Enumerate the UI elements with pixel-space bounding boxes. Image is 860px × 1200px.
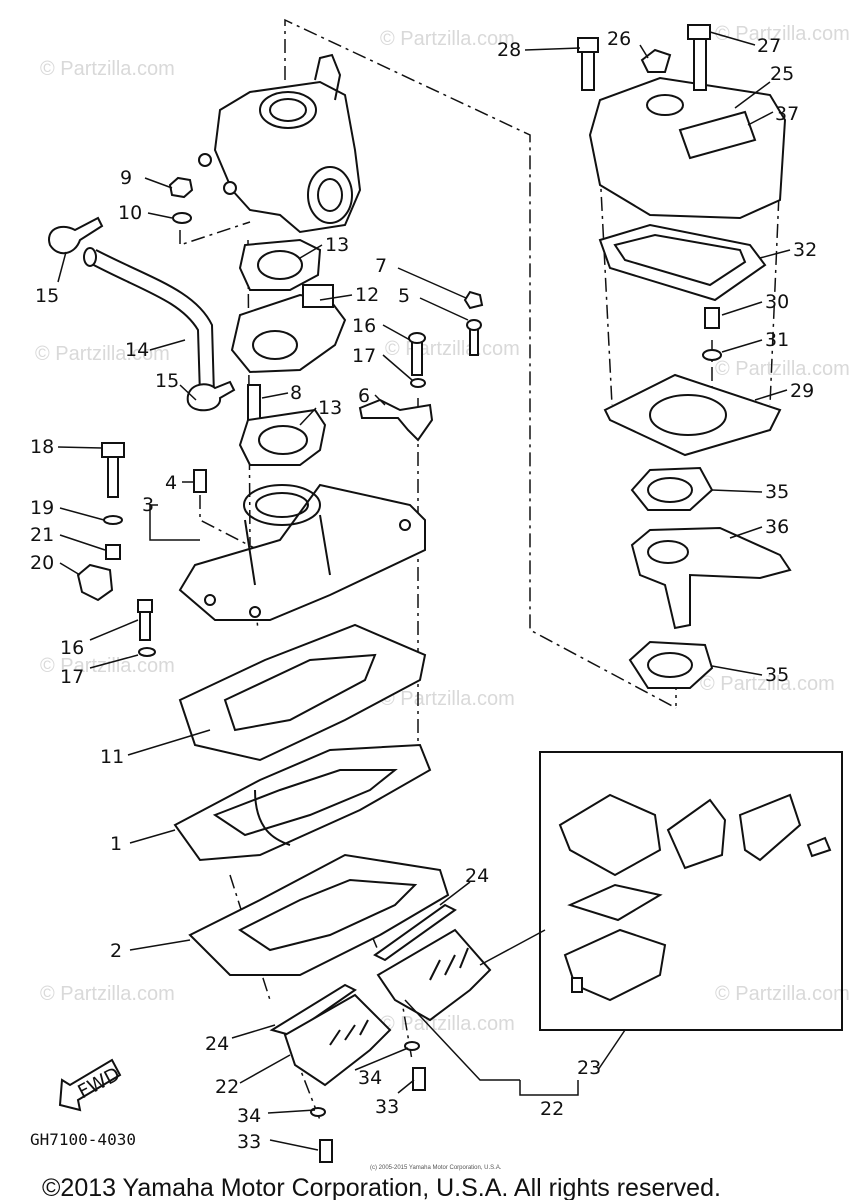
- watermark: © Partzilla.com: [40, 58, 175, 80]
- callout-23: 23: [577, 1057, 601, 1079]
- callout-14: 14: [125, 339, 149, 361]
- callout-4: 4: [165, 472, 177, 494]
- callout-11: 11: [100, 746, 124, 768]
- watermark-layer: © Partzilla.com © Partzilla.com © Partzi…: [35, 23, 850, 1035]
- callout-15: 15: [35, 285, 59, 307]
- diagram-code: GH7100-4030: [30, 1130, 136, 1149]
- callout-29: 29: [790, 380, 814, 402]
- callout-17b: 17: [60, 666, 84, 688]
- callout-17: 17: [352, 345, 376, 367]
- callout-22: 22: [215, 1076, 239, 1098]
- watermark: © Partzilla.com: [385, 338, 520, 360]
- callout-35: 35: [765, 481, 789, 503]
- left-hardware: [76, 442, 207, 657]
- reed-housing: [178, 483, 426, 621]
- callout-1: 1: [110, 833, 122, 855]
- callout-20: 20: [30, 552, 54, 574]
- manifold-stack: [230, 238, 347, 466]
- watermark: © Partzilla.com: [40, 983, 175, 1005]
- callout-34: 34: [358, 1067, 382, 1089]
- callout-15b: 15: [155, 370, 179, 392]
- callout-12: 12: [355, 284, 379, 306]
- gasket-11: [178, 623, 427, 762]
- reed-valves: [269, 903, 492, 1163]
- callout-24: 24: [465, 865, 489, 887]
- callout-21: 21: [30, 524, 54, 546]
- callout-13b: 13: [318, 397, 342, 419]
- callout-30: 30: [765, 291, 789, 313]
- hose-assembly: [48, 216, 236, 412]
- small-copyright: (c) 2005-2015 Yamaha Motor Corporation, …: [370, 1165, 502, 1171]
- gasket-2: [188, 853, 450, 976]
- nut-washer: [168, 176, 194, 224]
- watermark: © Partzilla.com: [700, 673, 835, 695]
- bracket-hardware: [358, 290, 484, 442]
- watermark: © Partzilla.com: [40, 655, 175, 677]
- watermark: © Partzilla.com: [35, 343, 170, 365]
- callout-6: 6: [358, 385, 370, 407]
- watermark: © Partzilla.com: [715, 23, 850, 45]
- watermark: © Partzilla.com: [715, 358, 850, 380]
- cylinder-body: [198, 53, 362, 234]
- callout-18: 18: [30, 436, 54, 458]
- callout-37: 37: [775, 103, 799, 125]
- callout-2: 2: [110, 940, 122, 962]
- callout-9: 9: [120, 167, 132, 189]
- callout-16b: 16: [60, 637, 84, 659]
- valve-body-1: [173, 743, 432, 862]
- callout-16: 16: [352, 315, 376, 337]
- leader-lines: [57, 31, 791, 1151]
- callout-3: 3: [142, 494, 154, 516]
- callout-10: 10: [118, 202, 142, 224]
- watermark: © Partzilla.com: [380, 28, 515, 50]
- watermark: © Partzilla.com: [715, 983, 850, 1005]
- callout-27: 27: [757, 35, 781, 57]
- callout-7: 7: [375, 255, 387, 277]
- callout-34b: 34: [237, 1105, 261, 1127]
- callout-labels: 28 26 27 25 37 32 30 31 29 35 36 35 9 10…: [30, 28, 817, 1153]
- callout-19: 19: [30, 497, 54, 519]
- callout-36: 36: [765, 516, 789, 538]
- callout-33: 33: [375, 1096, 399, 1118]
- watermark: © Partzilla.com: [380, 1013, 515, 1035]
- callout-13: 13: [325, 234, 349, 256]
- callout-35b: 35: [765, 664, 789, 686]
- callout-28: 28: [497, 39, 521, 61]
- callout-25: 25: [770, 63, 794, 85]
- silencer-assembly: [577, 24, 792, 689]
- fwd-arrow: FWD: [58, 1058, 124, 1112]
- callout-5: 5: [398, 285, 410, 307]
- callout-8: 8: [290, 382, 302, 404]
- callout-33b: 33: [237, 1131, 261, 1153]
- callout-32: 32: [793, 239, 817, 261]
- callout-26: 26: [607, 28, 631, 50]
- callout-31: 31: [765, 329, 789, 351]
- inset-box: [539, 751, 843, 1031]
- callout-22b: 22: [540, 1098, 564, 1120]
- copyright-notice: ©2013 Yamaha Motor Corporation, U.S.A. A…: [42, 1174, 721, 1200]
- callout-24b: 24: [205, 1033, 229, 1055]
- watermark: © Partzilla.com: [380, 688, 515, 710]
